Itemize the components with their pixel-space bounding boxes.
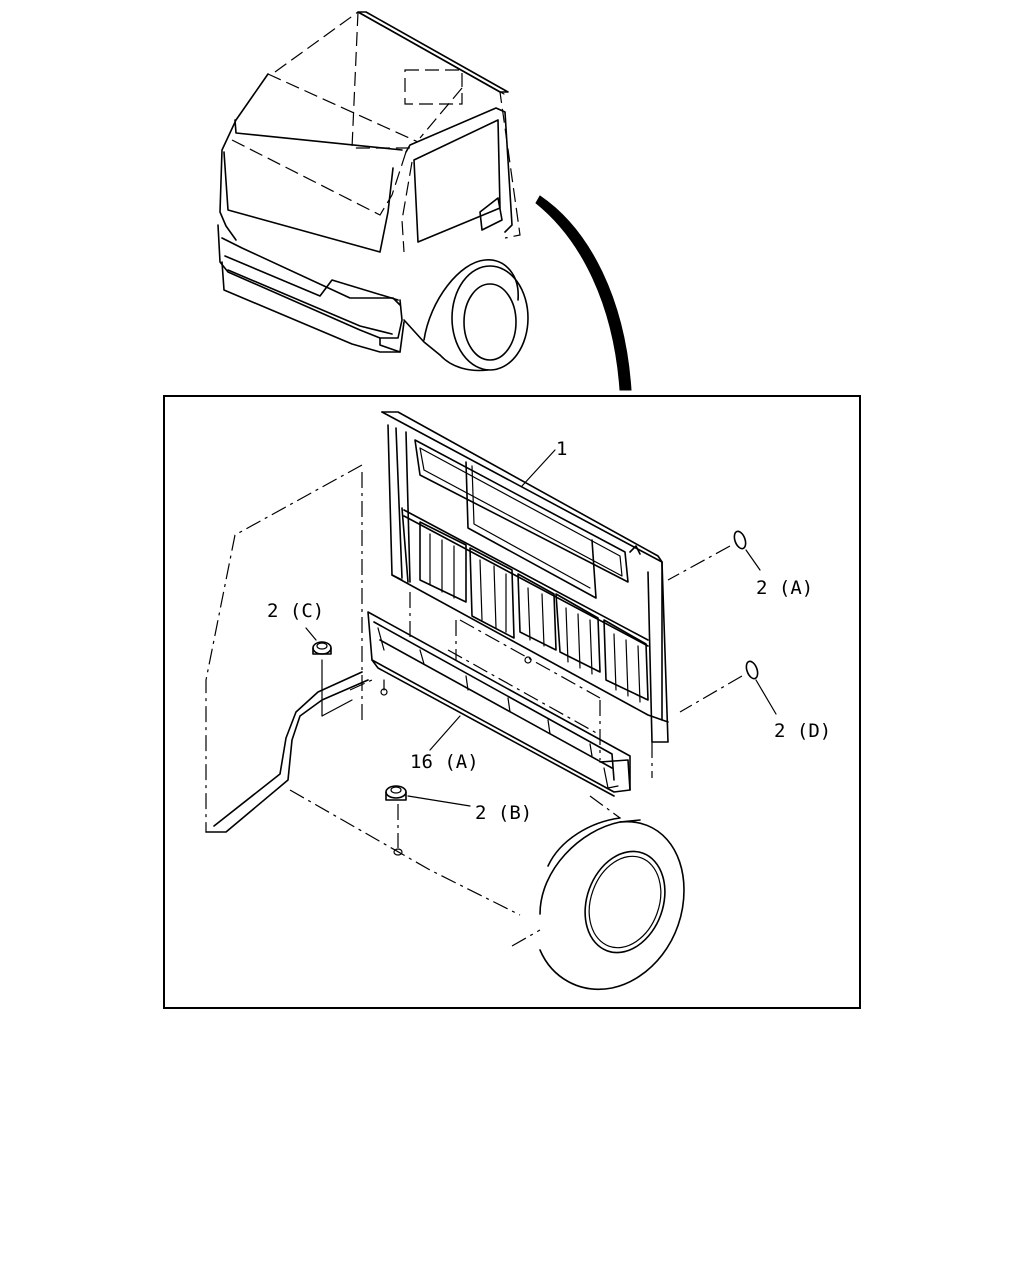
detail-frame xyxy=(163,395,861,1009)
panel-pockets xyxy=(419,521,649,703)
clip-2d xyxy=(745,660,759,680)
detail-view xyxy=(205,411,777,990)
callout-part-16a: 16 (A) xyxy=(410,751,479,773)
callout-part-2d: 2 (D) xyxy=(774,720,831,742)
clip-2b xyxy=(385,785,471,856)
truck-cab-overview xyxy=(217,11,529,372)
detail-connector-arc xyxy=(535,195,632,391)
sill-rail xyxy=(367,611,631,797)
callout-part-2c: 2 (C) xyxy=(267,600,324,622)
rear-panel xyxy=(381,411,669,743)
callout-part-1: 1 xyxy=(556,438,567,460)
callout-part-2b: 2 (B) xyxy=(475,802,532,824)
clip-2a xyxy=(733,530,747,550)
callout-part-2a: 2 (A) xyxy=(756,577,813,599)
rear-wheel xyxy=(511,795,685,990)
clip-2c xyxy=(305,627,388,717)
